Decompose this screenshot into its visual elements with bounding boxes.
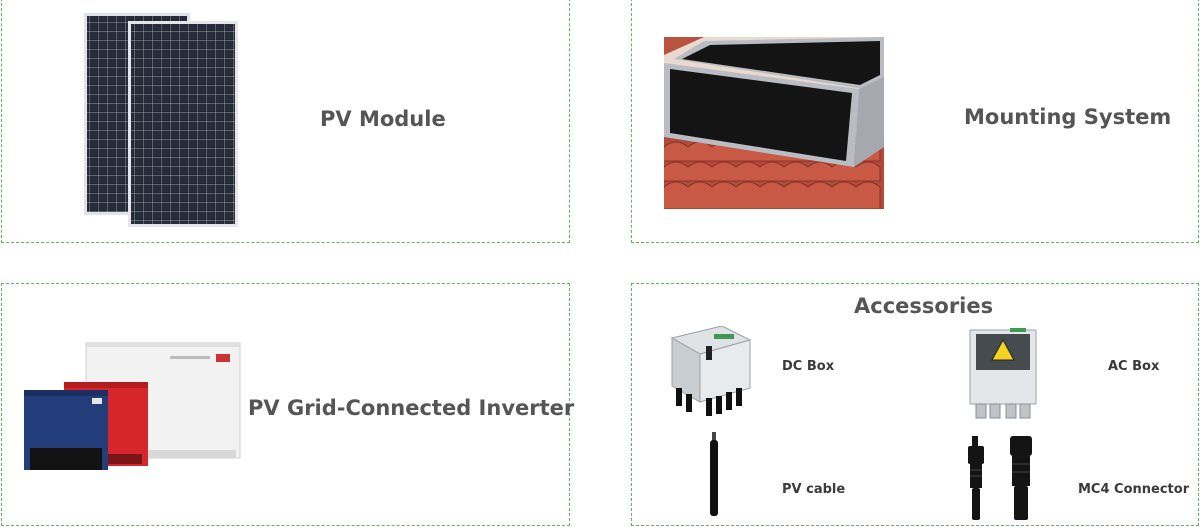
- mc4-connector-label: MC4 Connector: [1078, 482, 1190, 497]
- dc-box-label: DC Box: [782, 359, 835, 374]
- pv-module-image: [84, 13, 238, 227]
- pv-cable-label: PV cable: [782, 482, 846, 497]
- front-panel: [128, 21, 238, 227]
- pv-module-card[interactable]: PV Module: [1, 0, 570, 243]
- ac-box-label: AC Box: [1108, 359, 1160, 374]
- ac-box-image: [969, 328, 1037, 419]
- mounting-system-title: Mounting System: [964, 105, 1172, 129]
- inverter-title: PV Grid-Connected Inverter: [248, 396, 575, 420]
- inverter-image: [24, 342, 241, 470]
- inverter-card[interactable]: PV Grid-Connected Inverter: [1, 283, 574, 526]
- blue-inverter: [24, 390, 108, 470]
- accessories-title: Accessories: [854, 294, 994, 318]
- mounting-system-card[interactable]: Mounting System: [631, 0, 1199, 243]
- pv-cable-image: [710, 432, 718, 516]
- mc4-connector-image: [968, 436, 1032, 520]
- mounted-panels: [664, 37, 884, 167]
- dc-box-image: [670, 326, 752, 416]
- pv-module-title: PV Module: [320, 107, 446, 131]
- accessories-card[interactable]: Accessories DC Box AC Box: [631, 283, 1199, 526]
- mounting-system-image: [664, 37, 884, 209]
